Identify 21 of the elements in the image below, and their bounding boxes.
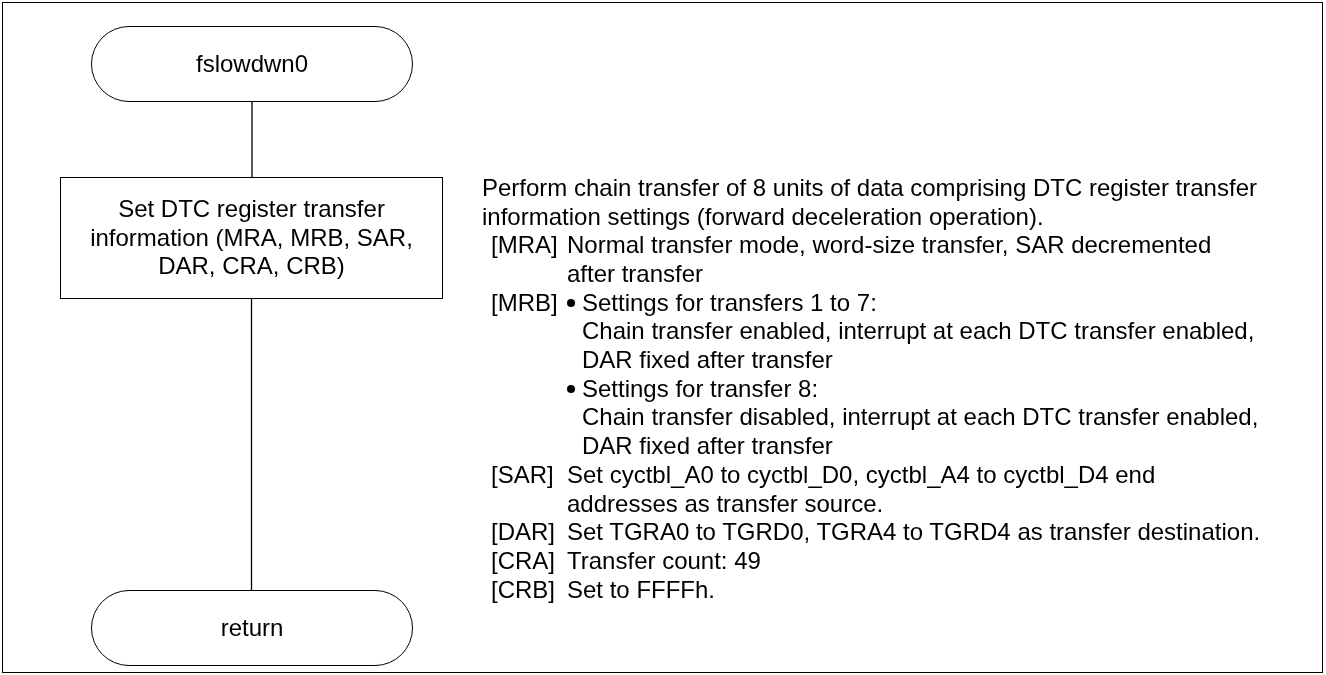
register-tag: [CRB]: [491, 576, 565, 605]
terminal-shape: return: [91, 590, 413, 666]
note-text: Set to FFFFh.: [567, 576, 717, 605]
register-tag: [DAR]: [491, 518, 565, 547]
note-text: Perform chain transfer of 8 units of data comprising DTC register transfer information settings (forward deceleration operation).: [482, 174, 1258, 232]
process-box: Set DTC register transfer information (MRA, MRB, SAR, DAR, CRA, CRB): [60, 177, 443, 299]
note-text: Settings for transfer 8:: [582, 375, 820, 404]
register-tag: [MRB]: [491, 289, 565, 318]
note-text: Normal transfer mode, word-size transfer, SAR decremented after transfer: [567, 231, 1213, 289]
connector-line: [251, 101, 253, 178]
register-tag: [SAR]: [491, 461, 565, 490]
note-text: Transfer count: 49: [567, 547, 762, 576]
note-text: Settings for transfers 1 to 7:: [582, 289, 878, 318]
note-text: Chain transfer disabled, interrupt at each DTC transfer enabled, DAR fixed after transfer: [582, 403, 1260, 461]
note-text: Set cyctbl_A0 to cyctbl_D0, cyctbl_A4 to cyctbl_D4 end addresses as transfer source.: [567, 461, 1157, 519]
register-tag: [MRA]: [491, 231, 565, 260]
note-text: Set TGRA0 to TGRD0, TGRA4 to TGRD4 as transfer destination.: [567, 518, 1262, 547]
note-text: Chain transfer enabled, interrupt at each DTC transfer enabled, DAR fixed after transfer: [582, 317, 1256, 375]
terminal-shape: fslowdwn0: [91, 26, 413, 102]
connector-line: [250, 298, 253, 591]
register-tag: [CRA]: [491, 547, 565, 576]
